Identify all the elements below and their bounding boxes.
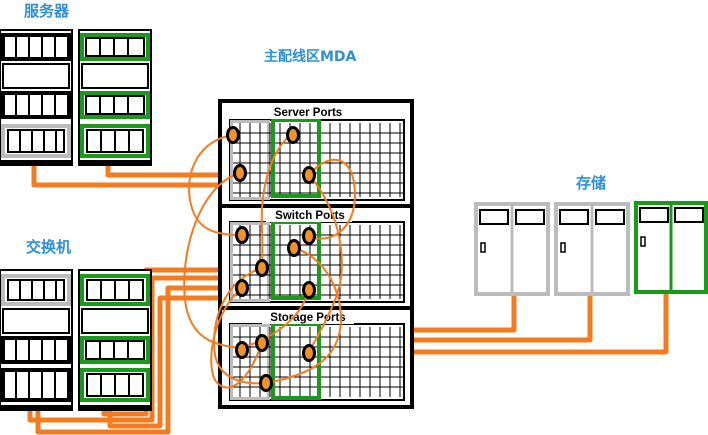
mda-cabinet: Server Ports Switch Ports Storage Ports <box>218 99 414 409</box>
port-connectors <box>226 126 316 392</box>
mda-label: 主配线区MDA <box>264 48 357 65</box>
server-unit <box>81 63 149 89</box>
storage-cabinet-1 <box>474 202 550 296</box>
server-rack-2-cable <box>105 165 222 178</box>
server-ports-title: Server Ports <box>274 107 342 119</box>
servers-label: 服务器 <box>24 2 70 20</box>
server-rack-1-cable <box>31 165 222 188</box>
patch-cord <box>210 287 263 389</box>
trunk-cables <box>27 165 669 435</box>
storage-2-cable <box>412 293 593 343</box>
storage-1-cable <box>412 293 517 333</box>
switch-unit <box>2 308 70 334</box>
switch-ports-title: Switch Ports <box>275 210 345 222</box>
patch-cord <box>265 247 342 384</box>
switch-rack-1 <box>0 269 73 411</box>
door-handle <box>640 236 646 247</box>
door-handle <box>560 242 566 253</box>
server-rack-1 <box>0 29 73 166</box>
switches-label: 交换机 <box>26 238 71 256</box>
switch-unit <box>1 336 71 364</box>
patch-cord <box>239 291 309 349</box>
switch-unit <box>1 368 71 402</box>
switch-rack-1-cable-b <box>27 275 222 423</box>
door-handle <box>480 242 486 253</box>
switch-rack-1-cable-a <box>35 285 222 435</box>
storage-ports-title: Storage Ports <box>270 312 345 324</box>
patch-cord <box>308 158 357 240</box>
server-unit <box>1 91 71 119</box>
server-unit <box>1 33 71 61</box>
server-unit <box>2 63 70 89</box>
storage-3-cable <box>412 293 669 355</box>
storage-cabinet-3 <box>634 201 708 294</box>
switch-rack-2-cable-a <box>107 295 222 429</box>
server-ports-panel <box>229 118 405 201</box>
switch-rack-2 <box>78 269 152 411</box>
storage-label: 存储 <box>576 174 606 192</box>
server-rack-2 <box>78 29 152 166</box>
storage-cabinet-2 <box>554 202 630 296</box>
switch-unit <box>81 308 149 334</box>
switch-rack-2-cable-b <box>101 267 222 417</box>
patch-cord <box>188 134 241 236</box>
patch-cord <box>308 174 343 353</box>
